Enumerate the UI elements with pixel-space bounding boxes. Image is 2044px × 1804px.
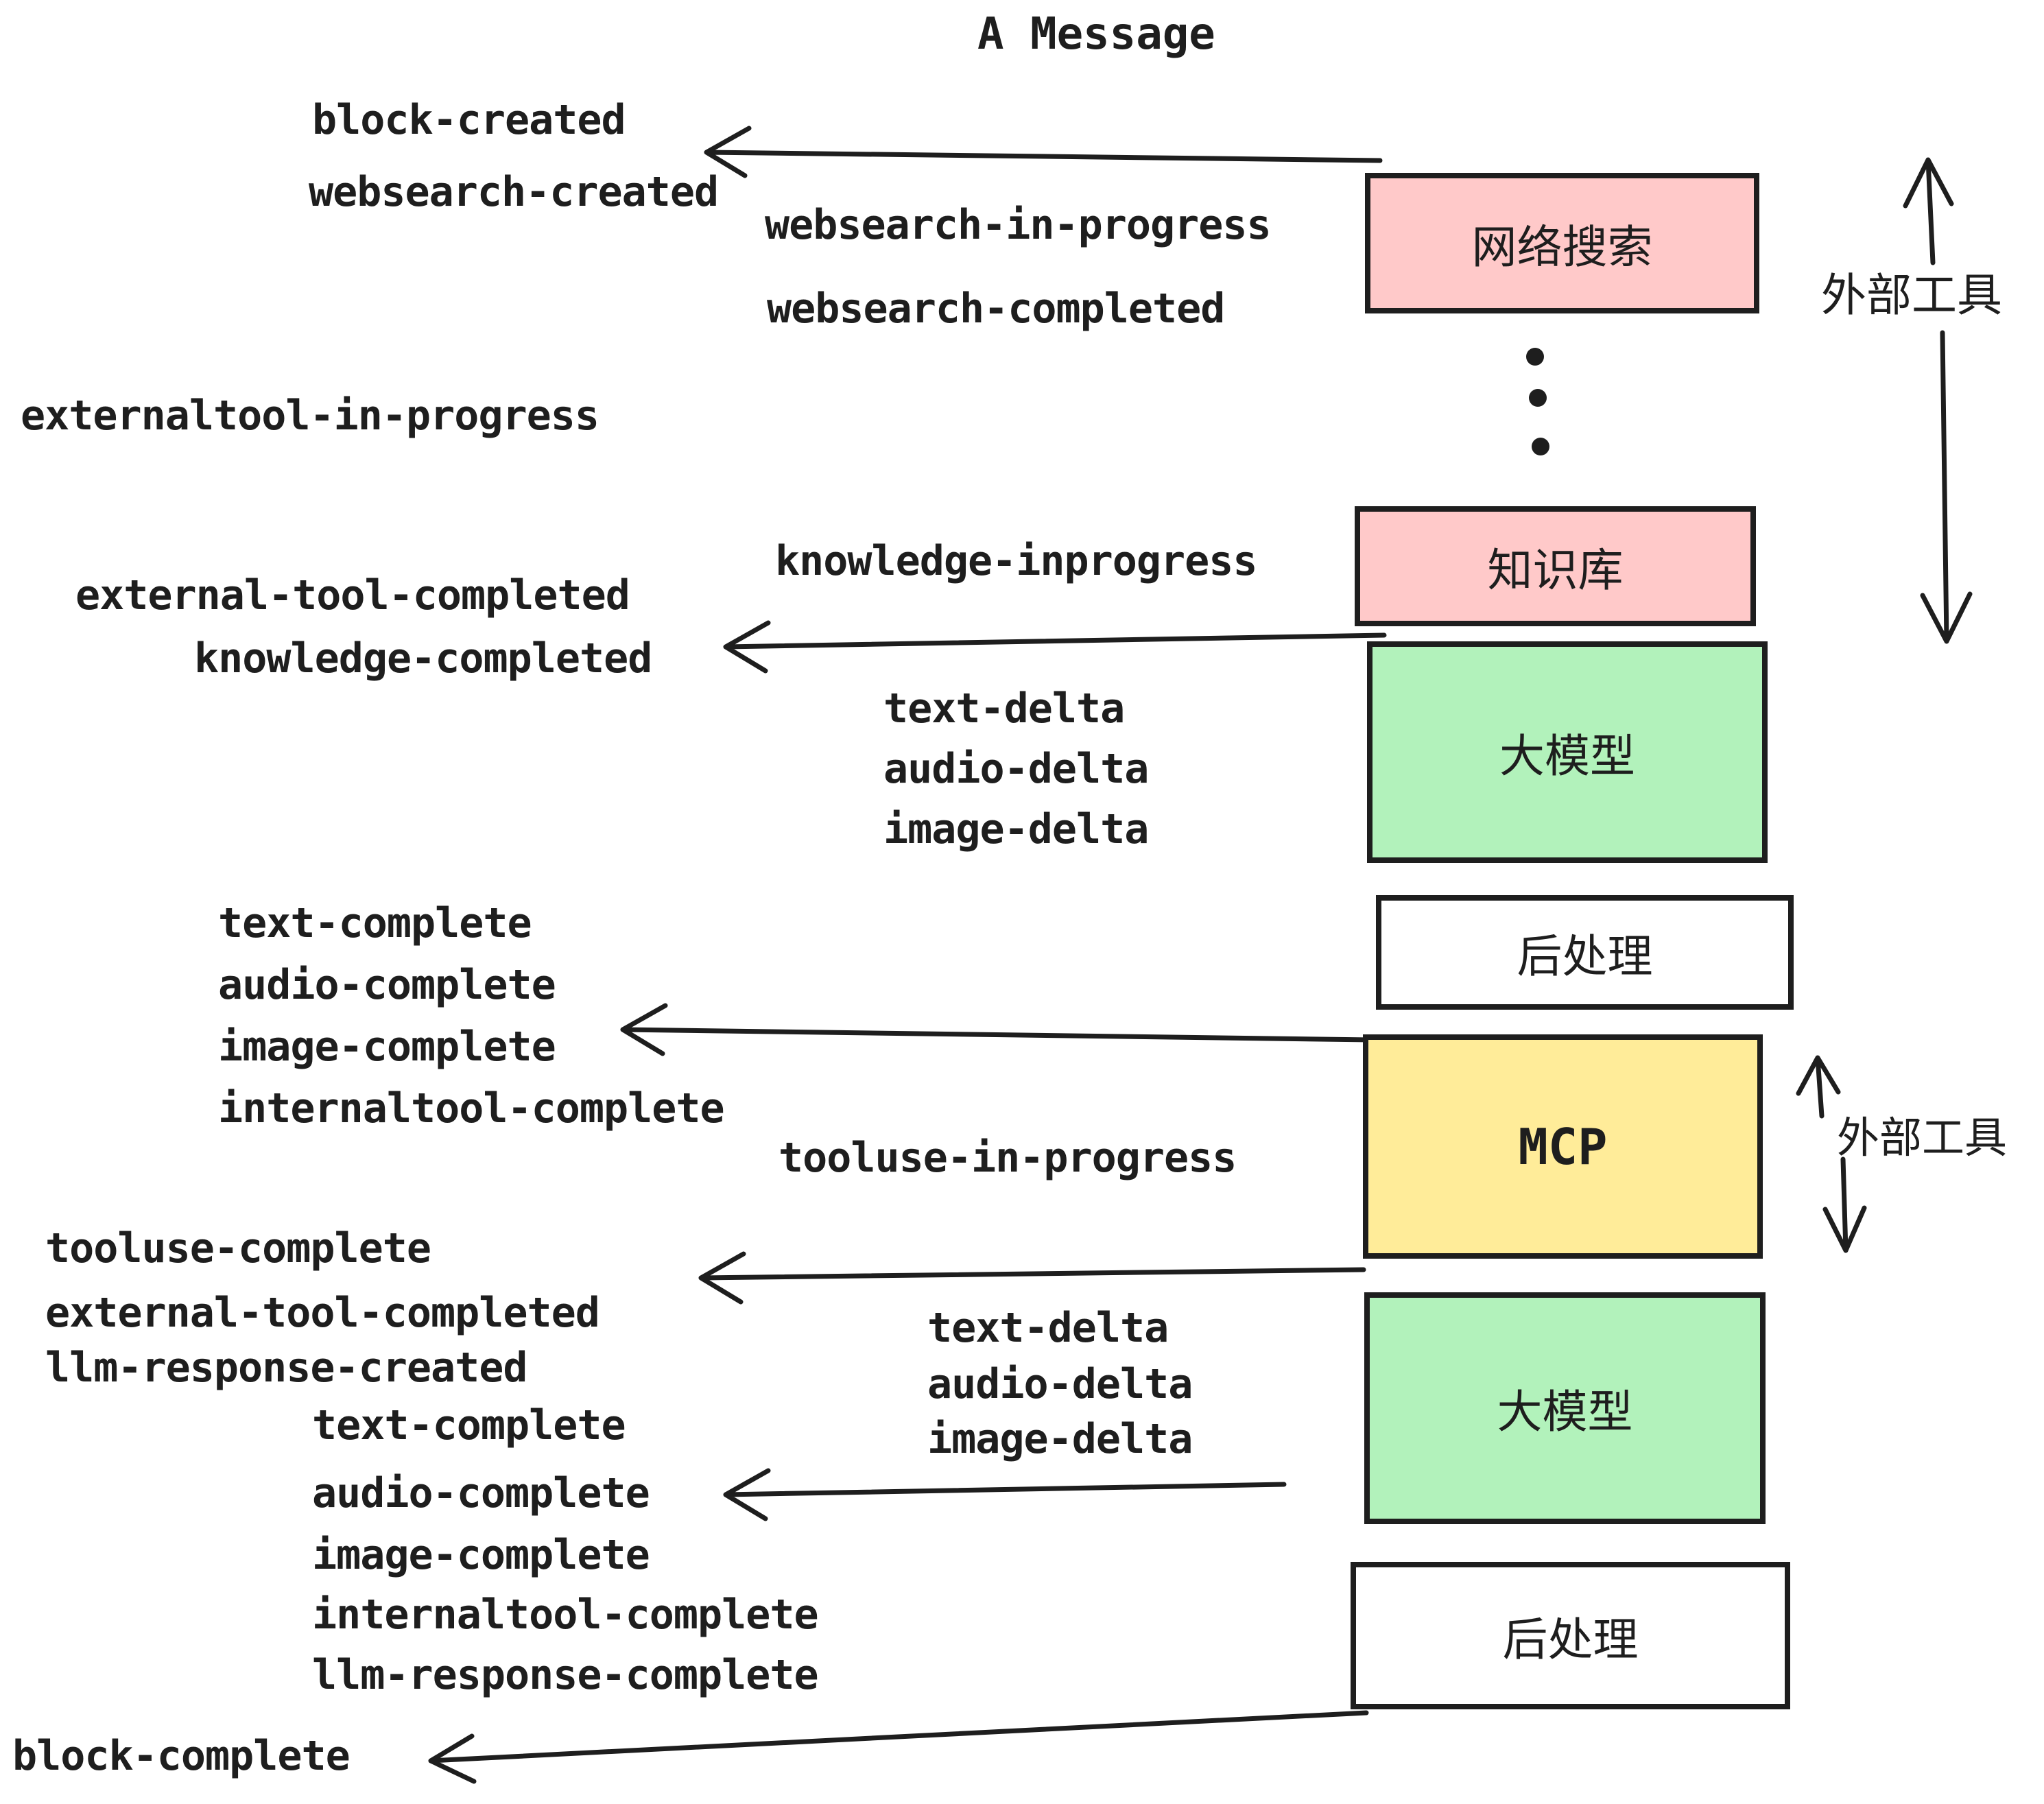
event-text-delta-2: text-delta [927, 1304, 1169, 1352]
box-llm-1-label: 大模型 [1499, 729, 1635, 783]
arrow-knowledge-to-completed [723, 620, 1387, 674]
event-websearch-in-progress: websearch-in-progress [765, 201, 1272, 249]
event-image-complete-2: image-complete [312, 1531, 650, 1579]
box-postprocess-1-label: 后处理 [1517, 929, 1653, 983]
event-knowledge-completed: knowledge-completed [194, 634, 652, 683]
event-audio-complete-2: audio-complete [312, 1469, 650, 1517]
arrow-websearch-to-blockcreated [704, 126, 1383, 178]
event-llm-response-complete: llm-response-complete [312, 1651, 819, 1699]
event-image-delta-1: image-delta [883, 805, 1149, 853]
box-websearch: 网络搜索 [1365, 173, 1759, 313]
event-text-complete-1: text-complete [218, 899, 532, 947]
ellipsis-dot [1532, 438, 1549, 455]
arrow-post2-to-blockcomplete [428, 1710, 1369, 1784]
arrow-mcp-to-toolusecomplete [698, 1251, 1366, 1305]
external-tools-label-top: 外部工具 [1821, 269, 2002, 322]
event-external-tool-completed: external-tool-completed [75, 571, 630, 619]
box-postprocess-2: 后处理 [1351, 1562, 1790, 1709]
arrow-external-tools-mid-up [1796, 1055, 1841, 1119]
event-text-complete-2: text-complete [312, 1401, 626, 1449]
arrow-llm2-to-audiocomplete [723, 1468, 1287, 1521]
box-llm-1: 大模型 [1367, 641, 1768, 863]
event-text-delta-1: text-delta [883, 685, 1125, 733]
ellipsis-dot [1526, 348, 1544, 366]
box-llm-2-label: 大模型 [1497, 1386, 1633, 1438]
arrow-external-tools-top-up [1903, 157, 1954, 265]
box-postprocess-2-label: 后处理 [1502, 1613, 1639, 1666]
event-tooluse-complete: tooluse-complete [45, 1224, 431, 1272]
box-knowledge: 知识库 [1355, 506, 1756, 626]
event-block-complete: block-complete [12, 1732, 350, 1780]
event-audio-complete-1: audio-complete [218, 961, 556, 1009]
event-websearch-created: websearch-created [309, 168, 719, 216]
event-externaltool-in-progress: externaltool-in-progress [21, 392, 599, 440]
diagram-title: A Message [977, 9, 1215, 60]
arrow-external-tools-top-down [1920, 330, 1973, 644]
event-llm-response-created: llm-response-created [45, 1344, 527, 1392]
event-external-tool-completed-2: external-tool-completed [45, 1289, 600, 1337]
event-websearch-completed: websearch-completed [767, 285, 1225, 333]
event-internaltool-complete-1: internaltool-complete [218, 1084, 725, 1132]
ellipsis-dot [1529, 389, 1547, 407]
box-websearch-label: 网络搜索 [1471, 220, 1653, 274]
event-internaltool-complete-2: internaltool-complete [312, 1591, 819, 1639]
box-mcp-label: MCP [1518, 1117, 1608, 1176]
box-mcp: MCP [1363, 1034, 1763, 1259]
event-audio-delta-1: audio-delta [883, 745, 1149, 793]
box-llm-2: 大模型 [1364, 1292, 1766, 1524]
event-knowledge-inprogress: knowledge-inprogress [775, 537, 1257, 585]
box-knowledge-label: 知识库 [1487, 543, 1624, 597]
external-tools-label-mid: 外部工具 [1837, 1113, 2008, 1163]
box-postprocess-1: 后处理 [1376, 895, 1794, 1010]
arrow-external-tools-mid-down [1822, 1156, 1867, 1253]
event-image-complete-1: image-complete [218, 1023, 556, 1071]
event-audio-delta-2: audio-delta [927, 1360, 1193, 1408]
event-image-delta-2: image-delta [927, 1415, 1193, 1463]
arrow-mcp-to-imagecomplete [620, 1003, 1375, 1056]
event-tooluse-in-progress: tooluse-in-progress [779, 1134, 1237, 1182]
event-block-created: block-created [312, 96, 626, 144]
